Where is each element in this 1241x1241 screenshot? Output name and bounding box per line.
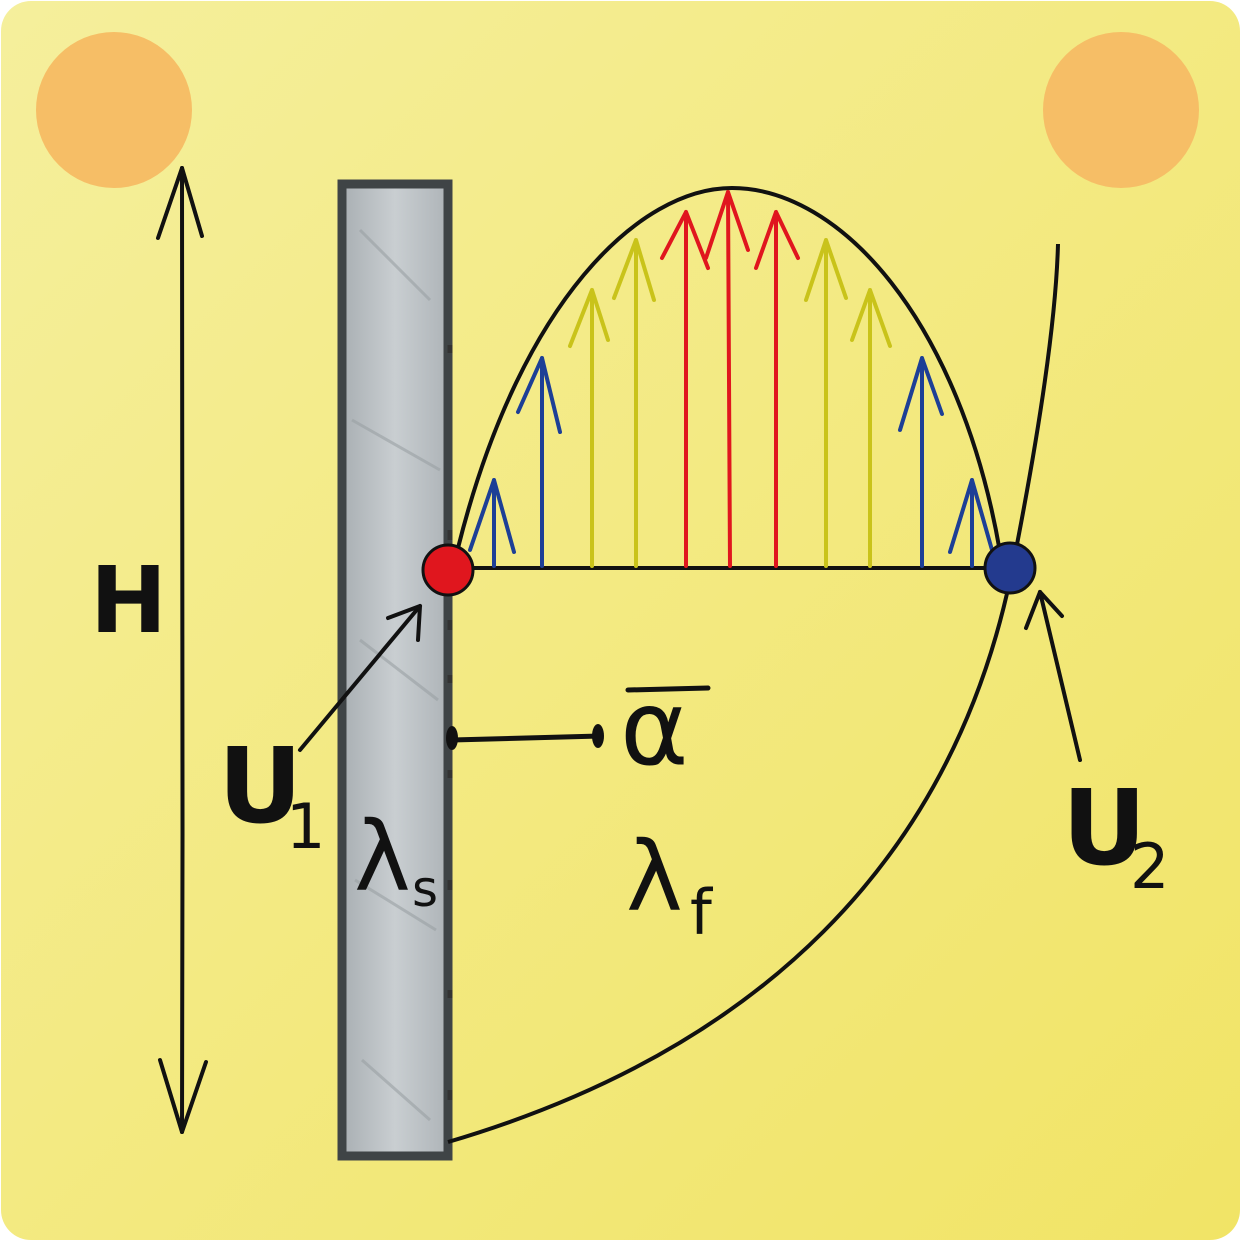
pointer-arrow-u2 xyxy=(1024,590,1082,762)
lambda-s-subscript: s xyxy=(412,860,438,918)
alpha-overline xyxy=(625,685,711,693)
point-u2 xyxy=(983,541,1037,595)
pointer-arrow-u1 xyxy=(298,604,422,752)
point-u1 xyxy=(421,543,475,597)
corner-dot-top-right xyxy=(1043,32,1199,188)
u2-label: U xyxy=(1062,767,1146,889)
u1-subscript: 1 xyxy=(286,790,325,863)
u2-subscript: 2 xyxy=(1130,830,1169,903)
alpha-connector-start-dot xyxy=(446,726,458,750)
velocity-profile-curve xyxy=(456,185,1002,553)
lambda-s-label: λ xyxy=(354,801,411,913)
solid-wall xyxy=(337,179,453,1161)
lambda-f-subscript: f xyxy=(690,876,714,949)
height-label: H xyxy=(90,547,167,654)
velocity-arrows-red xyxy=(660,190,800,568)
fluid-boundary-curve xyxy=(447,243,1060,1144)
corner-dot-top-left xyxy=(36,32,192,188)
u1-label: U xyxy=(218,725,302,847)
velocity-arrows-blue xyxy=(468,356,994,568)
lambda-f-label: λ xyxy=(626,821,683,933)
alpha-connector-end-dot xyxy=(592,724,604,748)
velocity-arrows xyxy=(468,190,994,568)
alpha-label: α xyxy=(620,667,689,789)
height-dimension-arrow xyxy=(156,166,208,1134)
alpha-connector xyxy=(449,733,603,743)
velocity-arrows-yellow xyxy=(568,238,892,568)
